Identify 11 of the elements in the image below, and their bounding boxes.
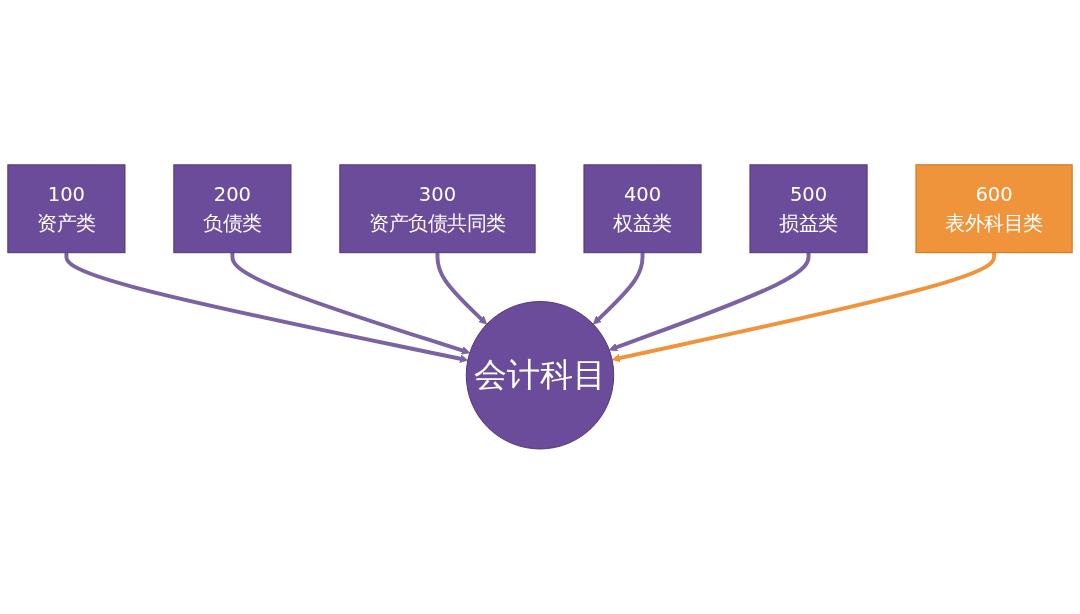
arrow [230,252,471,355]
node-box: 100 资产类 [7,164,126,254]
arrow [435,252,488,325]
node-box: 300 资产负债共同类 [339,164,536,254]
node-box: 400 权益类 [583,164,702,254]
node-box: 600 表外科目类 [915,164,1073,254]
node-box: 200 负债类 [173,164,292,254]
arrow [608,252,811,352]
arrow [592,252,645,325]
node-circle: 会计科目 [465,301,615,450]
node-box: 500 损益类 [749,164,868,254]
